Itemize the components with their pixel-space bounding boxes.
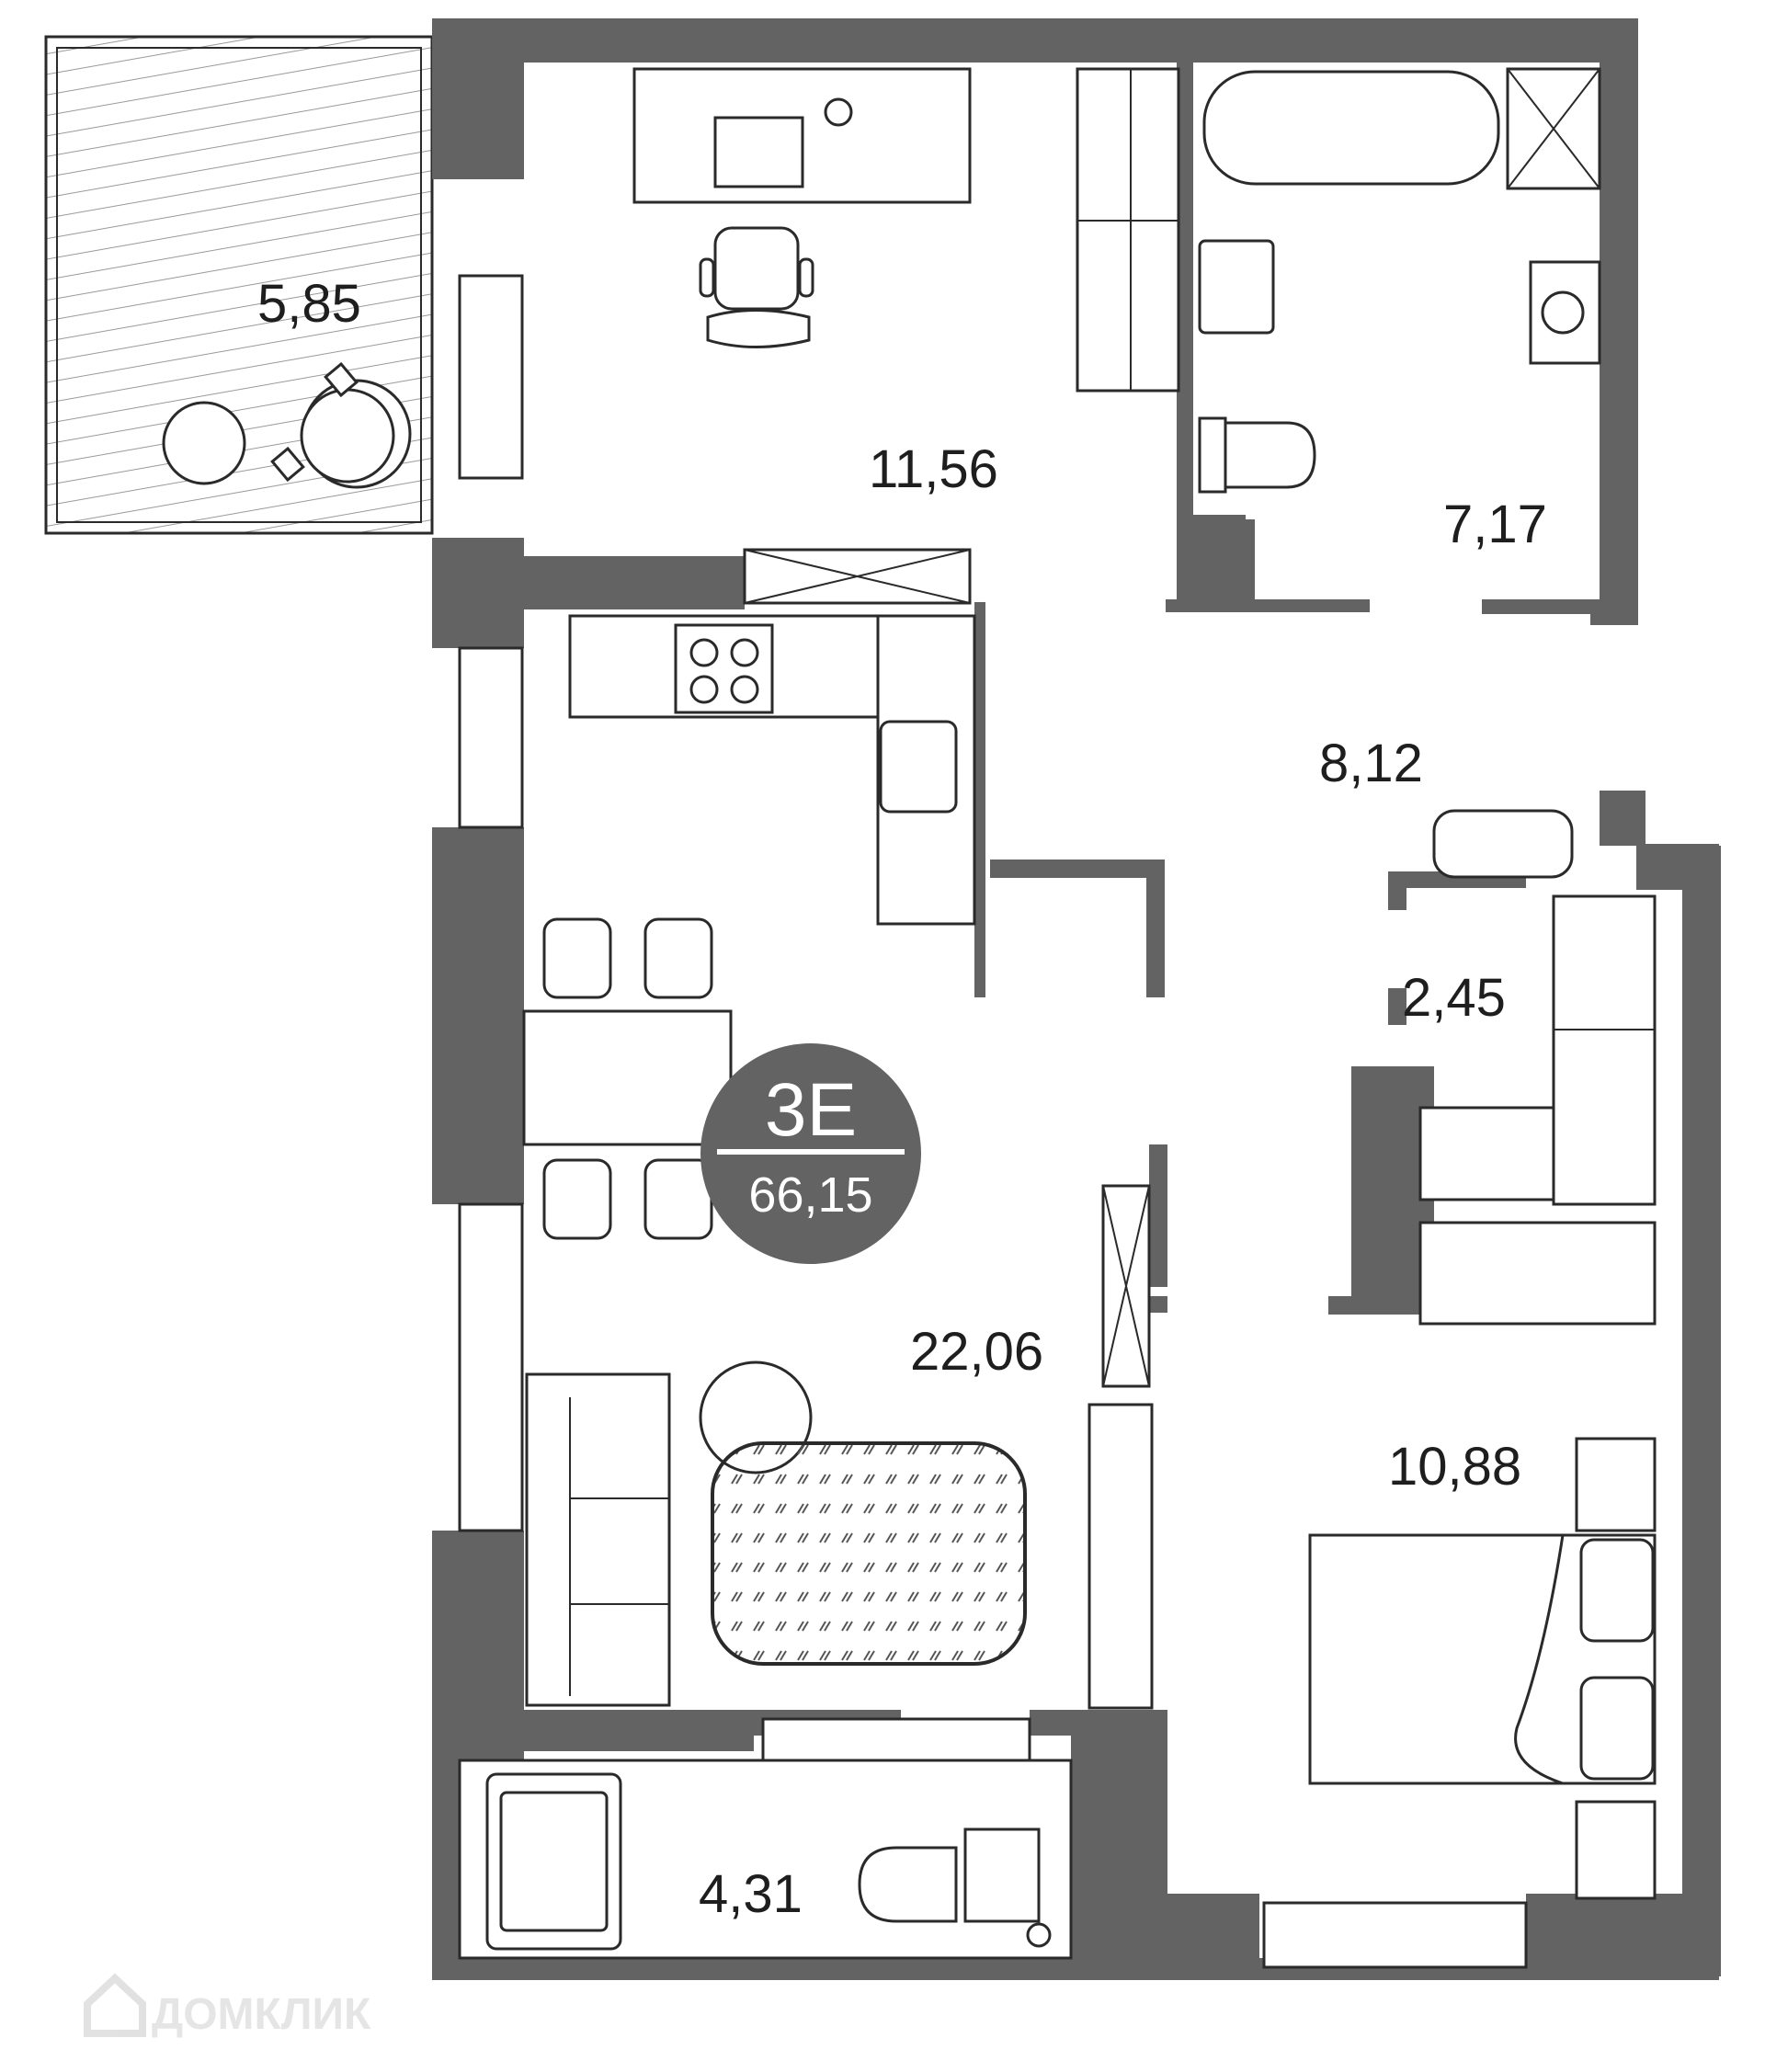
armchair [485,1772,622,1951]
watermark: ДОМКЛИК [84,1973,371,2039]
living-kitchen [522,614,1154,1710]
bathroom [1195,67,1601,600]
balcony-table [162,401,246,485]
bathtub [1202,70,1500,186]
walls [432,18,1721,1980]
loggia [458,1759,1073,1960]
dining-set [522,917,733,1240]
office-chair [699,226,814,348]
stove [674,623,774,714]
area-label-closet: 2,45 [1402,968,1506,1028]
wardrobe [1076,67,1180,393]
sofa [525,1372,671,1707]
area-label-hall: 8,12 [1319,734,1423,793]
watermark-text: ДОМКЛИК [152,1990,371,2039]
closet [1418,894,1657,1326]
bed [1308,1533,1657,1785]
house-logo-icon [84,1973,146,2037]
area-label-loggia: 4,31 [699,1864,803,1924]
area-label-bedroom-2: 10,88 [1388,1437,1521,1497]
bedroom-2 [1308,1437,1657,1900]
nightstand [1575,1437,1657,1532]
area-label-living-kitchen: 22,06 [910,1322,1043,1382]
area-label-bedroom-1: 11,56 [869,439,998,499]
apartment-code: 3E [765,1068,857,1152]
apartment-badge: 3E 66,15 [700,1043,921,1264]
lamp-icon [824,97,853,127]
apartment-total-area: 66,15 [748,1167,872,1223]
nightstand [1575,1800,1657,1900]
tv-unit [1087,1184,1154,1710]
windows [458,274,1528,1969]
bedroom-1 [632,67,1180,393]
drain-icon [1026,1922,1052,1948]
balcony-chair [270,361,412,489]
area-label-balcony: 5,85 [257,274,361,334]
sink [1198,239,1275,335]
hall-bench [1432,809,1574,879]
toilet [1198,416,1316,494]
loggia-toilet [858,1827,1041,1923]
area-label-bathroom: 7,17 [1443,495,1547,554]
kitchen-sink [879,720,958,814]
rug [711,1441,1027,1666]
balcony [44,35,434,535]
